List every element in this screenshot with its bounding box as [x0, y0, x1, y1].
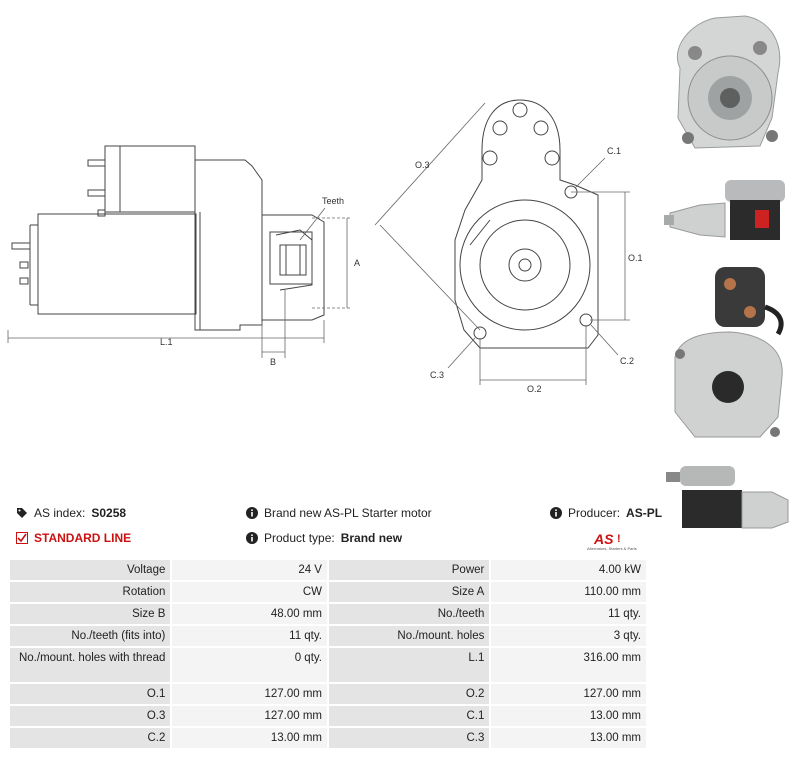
- standard-line-label: STANDARD LINE: [34, 531, 132, 545]
- spec-value: 24 V: [172, 560, 327, 580]
- product-photo-side[interactable]: [660, 175, 795, 245]
- label-b: B: [270, 357, 276, 367]
- spec-value: 3 qty.: [491, 626, 646, 646]
- as-index-value: S0258: [91, 506, 127, 520]
- spec-value: 127.00 mm: [172, 684, 327, 704]
- spec-value: 127.00 mm: [491, 684, 646, 704]
- spec-label: No./teeth (fits into): [10, 626, 171, 646]
- spec-value: 4.00 kW: [491, 560, 646, 580]
- spec-value: 13.00 mm: [172, 728, 327, 748]
- spec-value: 13.00 mm: [491, 706, 646, 726]
- producer-row: Producer: AS-PL: [550, 506, 662, 520]
- spec-label: Voltage: [10, 560, 171, 580]
- checkbox-icon: [16, 532, 28, 544]
- spec-label: O.1: [10, 684, 171, 704]
- as-index-row: AS index: S0258: [16, 506, 126, 520]
- product-photo-front[interactable]: [660, 8, 795, 168]
- label-a: A: [354, 258, 360, 268]
- spec-label: Rotation: [10, 582, 171, 602]
- spec-label: C.1: [328, 706, 490, 726]
- side-view: [7, 145, 352, 358]
- spec-label: Size B: [10, 604, 171, 624]
- product-description: Brand new AS-PL Starter motor: [264, 506, 432, 520]
- table-row: Rotation CW Size A 110.00 mm: [10, 582, 646, 602]
- front-view: [374, 99, 630, 385]
- spec-value: 0 qty.: [172, 648, 327, 682]
- spec-value: 11 qty.: [491, 604, 646, 624]
- product-photo-side-2[interactable]: [660, 462, 795, 537]
- specifications-table: Voltage 24 V Power 4.00 kW Rotation CW S…: [8, 558, 648, 750]
- spec-label: No./teeth: [328, 604, 490, 624]
- table-row: Size B 48.00 mm No./teeth 11 qty.: [10, 604, 646, 624]
- spec-label: O.3: [10, 706, 171, 726]
- spec-value: 13.00 mm: [491, 728, 646, 748]
- label-c3: C.3: [430, 370, 444, 380]
- spec-value: CW: [172, 582, 327, 602]
- svg-text:!: !: [617, 533, 621, 545]
- spec-label: L.1: [328, 648, 490, 682]
- spec-label: Size A: [328, 582, 490, 602]
- svg-text:AS: AS: [593, 531, 614, 547]
- table-row: No./mount. holes with thread 0 qty. L.1 …: [10, 648, 646, 682]
- spec-value: 316.00 mm: [491, 648, 646, 682]
- label-o2: O.2: [527, 384, 542, 394]
- label-o3: O.3: [415, 160, 430, 170]
- label-l1: L.1: [160, 337, 173, 347]
- spec-value: 11 qty.: [172, 626, 327, 646]
- as-pl-logo: AS ! Alternators, Starters & Parts: [584, 530, 650, 552]
- product-type-label: Product type:: [264, 531, 335, 545]
- table-row: O.3 127.00 mm C.1 13.00 mm: [10, 706, 646, 726]
- spec-label: C.3: [328, 728, 490, 748]
- product-type-row: Product type: Brand new: [246, 531, 402, 545]
- product-photo-rear[interactable]: [660, 262, 795, 452]
- spec-label: No./mount. holes with thread: [10, 648, 171, 682]
- table-row: C.2 13.00 mm C.3 13.00 mm: [10, 728, 646, 748]
- tag-icon: [17, 508, 27, 518]
- product-photos: [655, 0, 800, 545]
- technical-drawing: Teeth A L.1 B O.3 C.1 O.1 C.2 C.3 O.2: [0, 0, 655, 460]
- spec-label: Power: [328, 560, 490, 580]
- table-row: No./teeth (fits into) 11 qty. No./mount.…: [10, 626, 646, 646]
- spec-label: No./mount. holes: [328, 626, 490, 646]
- table-row: Voltage 24 V Power 4.00 kW: [10, 560, 646, 580]
- label-c1: C.1: [607, 146, 621, 156]
- producer-value: AS-PL: [626, 506, 663, 520]
- spec-value: 110.00 mm: [491, 582, 646, 602]
- label-teeth: Teeth: [322, 196, 344, 206]
- product-type-value: Brand new: [340, 531, 403, 545]
- info-icon: [246, 507, 258, 519]
- standard-line-row: STANDARD LINE: [16, 531, 131, 545]
- producer-label: Producer:: [568, 506, 621, 520]
- info-icon: [246, 532, 258, 544]
- spec-label: C.2: [10, 728, 171, 748]
- info-icon: [550, 507, 562, 519]
- spec-value: 127.00 mm: [172, 706, 327, 726]
- spec-value: 48.00 mm: [172, 604, 327, 624]
- as-index-label: AS index:: [34, 506, 86, 520]
- description-row: Brand new AS-PL Starter motor: [246, 506, 432, 520]
- label-o1: O.1: [628, 253, 643, 263]
- label-c2: C.2: [620, 356, 634, 366]
- svg-text:Alternators, Starters & Parts: Alternators, Starters & Parts: [587, 546, 637, 551]
- table-row: O.1 127.00 mm O.2 127.00 mm: [10, 684, 646, 704]
- spec-label: O.2: [328, 684, 490, 704]
